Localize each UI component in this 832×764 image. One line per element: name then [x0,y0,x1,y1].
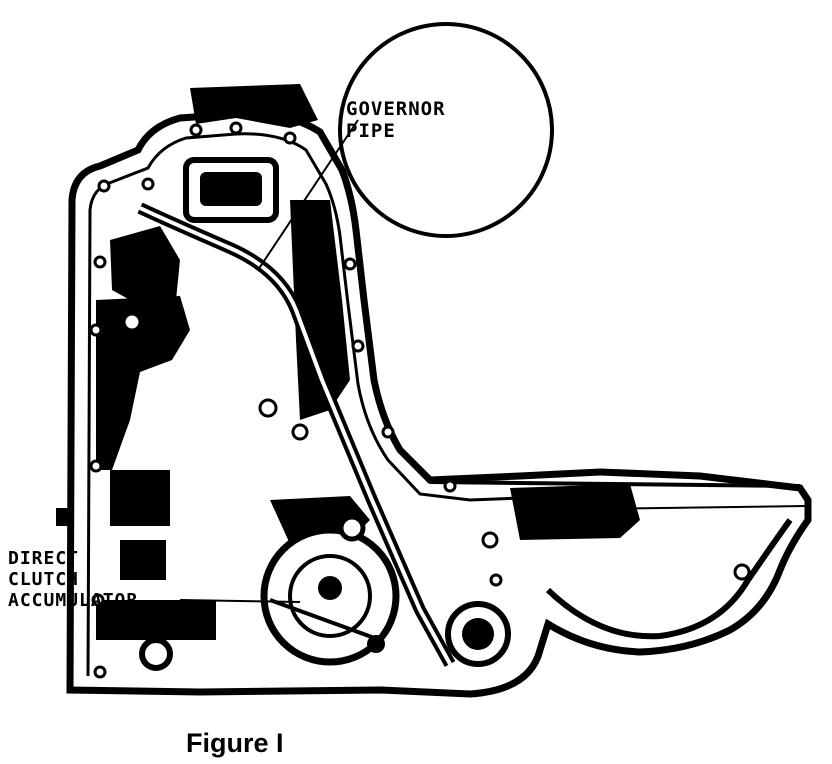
bolt-hole [189,123,203,137]
valve-body-block-a [110,470,170,526]
bolt-hole [343,257,357,271]
accumulator-arm [269,598,381,642]
bolt-hole [93,665,107,679]
pan-lip-line [519,505,807,511]
bolt-hole [258,398,278,418]
bolt-hole [91,593,105,607]
governor-pipe-label-line2: PIPE [346,120,396,142]
lower-flange-dark [96,600,216,640]
pan-dark-section [510,484,640,540]
bolt-hole [351,339,365,353]
governor-leader-line [257,119,359,271]
pan-bowl [545,518,793,640]
bolt-holes [89,121,751,679]
governor-pipe [137,202,456,667]
governor-pipe-label-line1: GOVERNOR [346,98,446,120]
governor-pipe-highlight [139,206,452,665]
bolt-hole [89,323,103,337]
callout-markup [179,22,554,603]
transmission-case [56,84,812,698]
rear-servo-center [462,618,494,650]
accumulator-assembly [139,514,511,671]
servo-window-inner [200,172,262,206]
bolt-hole [122,312,142,332]
bolt-hole [97,179,111,193]
bolt-hole [283,131,297,145]
callout-circle [338,22,554,238]
accumulator-bolt [367,635,385,653]
case-casting-upper [190,84,318,128]
bolt-hole [229,121,243,135]
valve-body-dark-left [96,296,190,470]
accumulator-center [318,576,342,600]
lower-left-boss [139,637,173,671]
valve-body-block-b [120,540,166,580]
accumulator-leader-line [179,599,301,603]
governor-pipe-callout: GOVERNOR PIPE [346,98,446,142]
bolt-hole [93,255,107,269]
dca-label-line1: DIRECT [8,548,80,569]
shaft-stub [56,508,74,526]
dca-label-line2: CLUTCH [8,569,80,590]
bolt-hole [89,459,103,473]
bolt-hole [443,479,457,493]
bolt-hole [141,177,155,191]
center-dark-channel [290,200,350,420]
dca-label-line3: ACCUMULATOR [8,590,139,611]
case-casting-left [110,226,180,300]
pan-rim [429,480,801,488]
bolt-hole [489,573,503,587]
direct-clutch-accumulator-callout: DIRECT CLUTCH ACCUMULATOR [8,548,138,611]
bolt-hole [291,423,309,441]
bolt-hole [481,531,499,549]
accumulator-boss [338,514,366,542]
bolt-hole [733,563,751,581]
bolt-hole [381,425,395,439]
figure-caption: Figure I [186,728,284,758]
